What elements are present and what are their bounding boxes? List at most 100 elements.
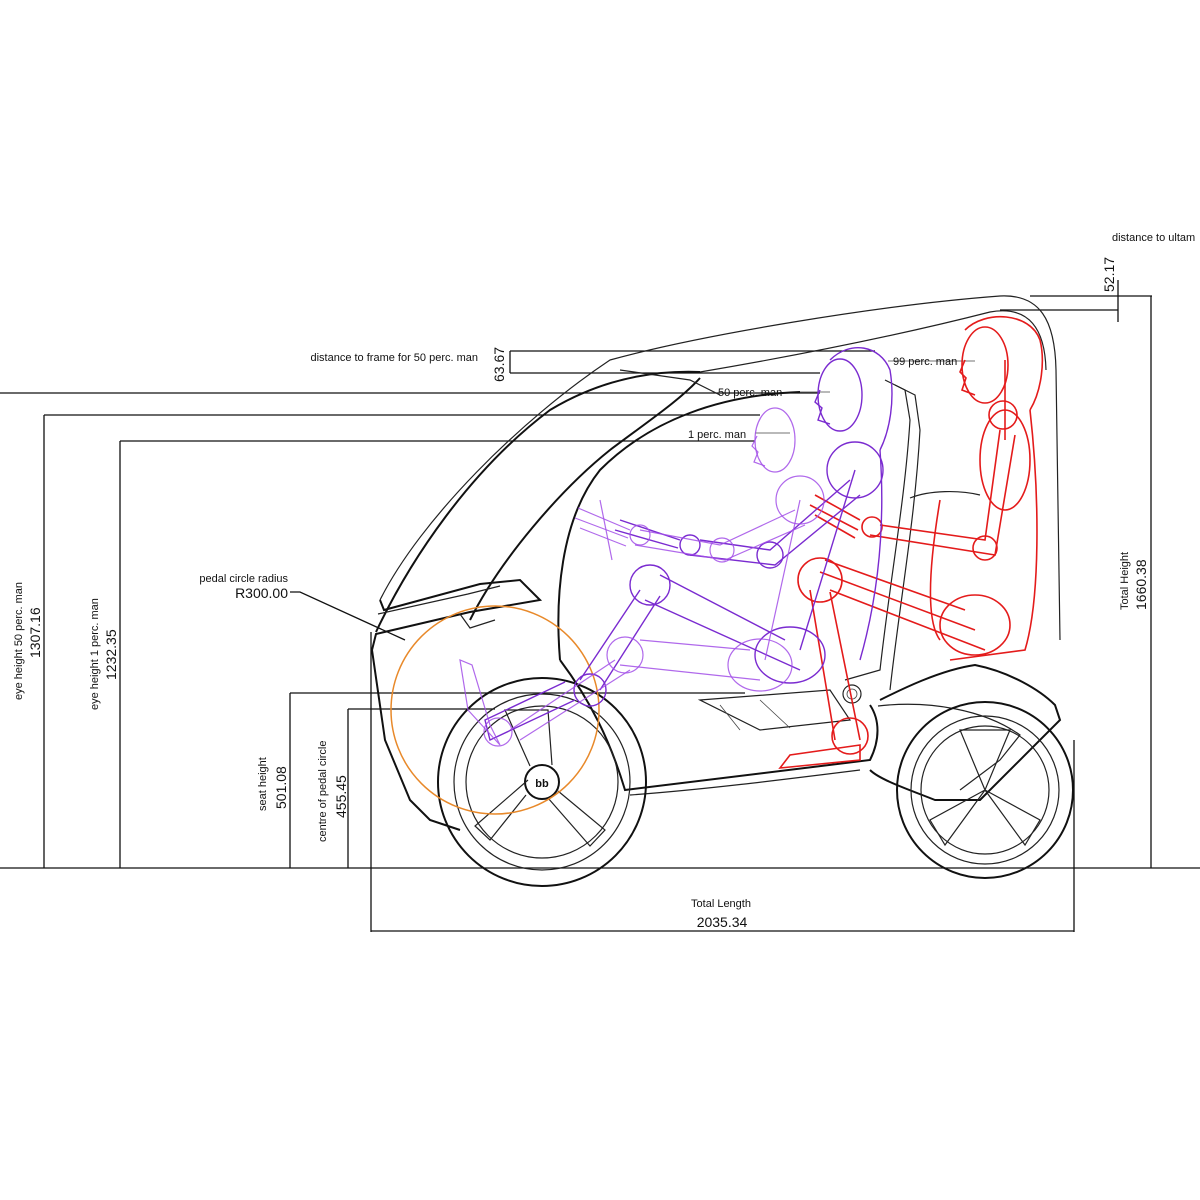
frame50-label: distance to frame for 50 perc. man xyxy=(310,352,478,364)
door-frame-front xyxy=(469,377,701,621)
rear-body xyxy=(869,663,1062,801)
pedal-radius-value: R300.00 xyxy=(235,585,288,601)
centre-pedal-value: 455.45 xyxy=(333,775,349,818)
red-face xyxy=(959,359,976,396)
total-height-value: 1660.38 xyxy=(1133,559,1149,610)
red-head xyxy=(961,326,1009,404)
sill xyxy=(559,659,879,792)
seat-label: seat height xyxy=(257,757,269,811)
p50-knee xyxy=(629,564,671,606)
front-rim-inner xyxy=(465,705,619,859)
pedal-circle xyxy=(390,605,600,815)
red-ankle xyxy=(831,717,869,755)
rear-body-inner xyxy=(877,703,1021,791)
p50-pelvis xyxy=(754,626,826,684)
p1-pelvis xyxy=(727,638,793,692)
red-wrist xyxy=(861,516,883,538)
front-tire xyxy=(437,677,647,887)
p1-ankle xyxy=(483,717,513,747)
eye1-label: eye height 1 perc. man xyxy=(89,598,101,710)
p1-head xyxy=(754,407,796,473)
p1-shin xyxy=(509,659,631,741)
p50-shin xyxy=(579,589,661,691)
front-rim xyxy=(453,693,631,871)
manikin-50-percentile xyxy=(484,346,893,741)
roof-line xyxy=(699,310,1047,373)
total-length-label: Total Length xyxy=(691,898,751,910)
roof-rail xyxy=(619,369,721,396)
percentile-99-label: 99 perc. man xyxy=(893,356,957,368)
p1-arm xyxy=(634,509,806,561)
p50-ankle xyxy=(573,673,607,707)
eye1-value: 1232.35 xyxy=(103,629,119,680)
floor-ribs xyxy=(719,699,791,731)
p50-seat-back xyxy=(859,449,883,661)
vehicle-body xyxy=(370,295,1062,831)
b-pillar-inner xyxy=(889,384,921,691)
centre-pedal-label: centre of pedal circle xyxy=(317,741,329,843)
manikin-99-percentile xyxy=(778,315,1044,769)
front-nose xyxy=(370,578,543,831)
rear-rim-inner xyxy=(920,725,1050,855)
ultam-value: 52.17 xyxy=(1101,257,1117,292)
p50-wrist xyxy=(679,534,701,556)
red-seat-headrest xyxy=(964,315,1044,411)
rear-wheel xyxy=(896,701,1074,879)
front-vent xyxy=(459,613,496,629)
red-arm xyxy=(869,429,1016,556)
red-knee xyxy=(797,557,843,603)
red-elbow xyxy=(972,535,998,561)
door-opening xyxy=(557,391,801,661)
p50-thigh xyxy=(644,574,801,671)
dimension-lines xyxy=(0,280,1200,932)
red-thigh xyxy=(819,559,986,651)
p50-spine xyxy=(799,469,856,651)
floor-pan xyxy=(697,689,852,731)
rear-tire xyxy=(896,701,1074,879)
red-pelvis xyxy=(939,594,1011,656)
p1-foot xyxy=(459,659,501,746)
p1-thigh xyxy=(619,639,761,681)
p50-headrest xyxy=(829,346,893,451)
p1-face xyxy=(751,435,766,467)
ultam-label: distance to ultam xyxy=(1112,232,1195,244)
rear-seat-top xyxy=(909,490,981,499)
p50-shoulder xyxy=(826,441,884,499)
seat-value: 501.08 xyxy=(273,766,289,809)
pedal-radius-leader xyxy=(290,591,406,641)
hub-logo: bb xyxy=(535,778,549,790)
p1-wrist xyxy=(629,524,651,546)
p50-arm xyxy=(689,479,861,566)
red-foot xyxy=(778,744,861,769)
manikin-1-percentile xyxy=(459,407,825,747)
pedal-radius-label: pedal circle radius xyxy=(199,573,288,585)
p50-hand xyxy=(614,519,681,549)
labels: distance to ultam 52.17 distance to fram… xyxy=(13,232,1195,930)
p1-elbow xyxy=(709,537,735,563)
rear-spokes xyxy=(929,729,1041,847)
front-wheel: bb xyxy=(437,677,647,887)
p50-face xyxy=(814,389,831,425)
percentile-50-label: 50 perc. man xyxy=(718,387,782,399)
front-spokes xyxy=(474,709,606,847)
a-pillar xyxy=(375,370,701,633)
total-height-label: Total Height xyxy=(1119,552,1131,610)
eye50-value: 1307.16 xyxy=(27,607,43,658)
steering-column xyxy=(599,499,613,561)
p1-knee xyxy=(606,636,644,674)
red-hand xyxy=(809,494,861,539)
p50-elbow xyxy=(756,541,784,569)
rear-rim xyxy=(910,715,1060,865)
eye50-label: eye height 50 perc. man xyxy=(13,582,25,700)
p50-foot xyxy=(484,681,576,741)
canopy-outer xyxy=(379,295,1061,641)
red-shoulder xyxy=(988,400,1018,430)
p50-head xyxy=(817,358,863,432)
frame50-value: 63.67 xyxy=(491,347,507,382)
sill-lower xyxy=(629,769,861,796)
total-length-value: 2035.34 xyxy=(697,914,748,930)
p1-spine xyxy=(764,499,801,661)
percentile-1-label: 1 perc. man xyxy=(688,429,746,441)
b-pillar xyxy=(844,379,911,681)
